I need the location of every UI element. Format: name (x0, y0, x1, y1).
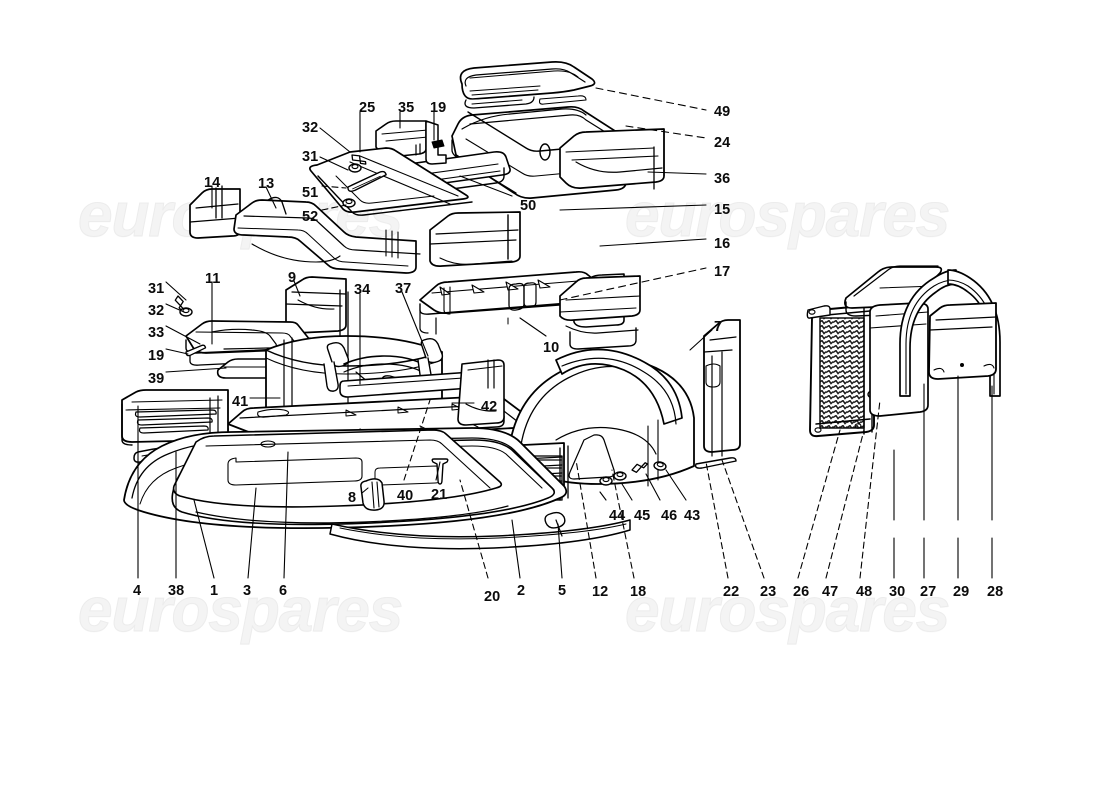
callout-1: 1 (210, 583, 219, 599)
callout-11: 11 (205, 271, 221, 287)
callout-25: 25 (359, 100, 376, 116)
callout-36: 36 (714, 171, 731, 187)
callout-28: 28 (987, 584, 1004, 600)
callout-23: 23 (760, 584, 777, 600)
callout-24: 24 (714, 135, 731, 151)
callout-47: 47 (822, 584, 839, 600)
callout-27: 27 (920, 584, 937, 600)
part-5-end-cap (544, 511, 566, 537)
callout-29: 29 (953, 584, 970, 600)
callout-32: 32 (148, 303, 165, 319)
callout-6: 6 (279, 583, 288, 599)
callout-15: 15 (714, 202, 731, 218)
callout-17: 17 (714, 264, 731, 280)
callout-16: 16 (714, 236, 731, 252)
callout-42: 42 (481, 399, 498, 415)
callout-12: 12 (592, 584, 609, 600)
callout-21: 21 (431, 487, 448, 503)
part-6-inner-deck (172, 429, 503, 508)
callout-44: 44 (609, 508, 626, 524)
callout-4: 4 (133, 583, 142, 599)
part-2-valance (329, 519, 631, 550)
part-30-shroud-body (869, 302, 929, 417)
callout-14: 14 (204, 175, 221, 191)
callout-50: 50 (520, 198, 537, 214)
part-15-box-panel (429, 211, 521, 267)
callout-51: 51 (302, 185, 319, 201)
callout-20: 20 (484, 589, 501, 605)
callout-45: 45 (634, 508, 651, 524)
part-49-seal-frame (459, 61, 596, 109)
callout-38: 38 (168, 583, 185, 599)
callout-18: 18 (630, 584, 647, 600)
part-17-inner-wing (559, 275, 641, 350)
part-14-corner-panel (189, 185, 241, 239)
callout-30: 30 (889, 584, 906, 600)
callout-19: 19 (148, 348, 165, 364)
callout-2: 2 (517, 583, 526, 599)
callout-31: 31 (148, 281, 165, 297)
callout-9: 9 (288, 270, 297, 286)
callout-34: 34 (354, 282, 371, 298)
part-13-crossmember (233, 196, 421, 274)
callout-48: 48 (856, 584, 873, 600)
callout-41: 41 (232, 394, 249, 410)
callout-26: 26 (793, 584, 810, 600)
callout-13: 13 (258, 176, 275, 192)
part-21-screw (431, 458, 449, 485)
part-12-arch-liner-inner (555, 348, 683, 425)
callout-8: 8 (348, 490, 357, 506)
callout-5: 5 (558, 583, 567, 599)
part-42-side-flange (457, 359, 505, 426)
part-25-tray (309, 147, 473, 216)
callout-43: 43 (684, 508, 701, 524)
part-19-bracket-top (425, 120, 447, 165)
callout-49: 49 (714, 104, 731, 120)
leader-lines (137, 87, 993, 579)
callout-22: 22 (723, 584, 740, 600)
part-8-clip (360, 478, 385, 511)
part-29-box-unit (928, 302, 997, 380)
part-26-radiator (806, 303, 875, 438)
part-7-pillar (694, 319, 741, 469)
callout-10: 10 (543, 340, 560, 356)
callout-32: 32 (302, 120, 319, 136)
callout-40: 40 (397, 488, 414, 504)
callout-19: 19 (430, 100, 447, 116)
callout-37: 37 (395, 281, 412, 297)
fastener-group-left (173, 294, 207, 357)
callout-33: 33 (148, 325, 165, 341)
fastener-group-top (342, 151, 387, 208)
callout-52: 52 (302, 209, 319, 225)
callout-7: 7 (714, 319, 723, 335)
part-36-inner-panel (559, 128, 665, 190)
callout-35: 35 (398, 100, 415, 116)
callout-31: 31 (302, 149, 319, 165)
callout-3: 3 (243, 583, 252, 599)
callout-39: 39 (148, 371, 165, 387)
callout-46: 46 (661, 508, 678, 524)
